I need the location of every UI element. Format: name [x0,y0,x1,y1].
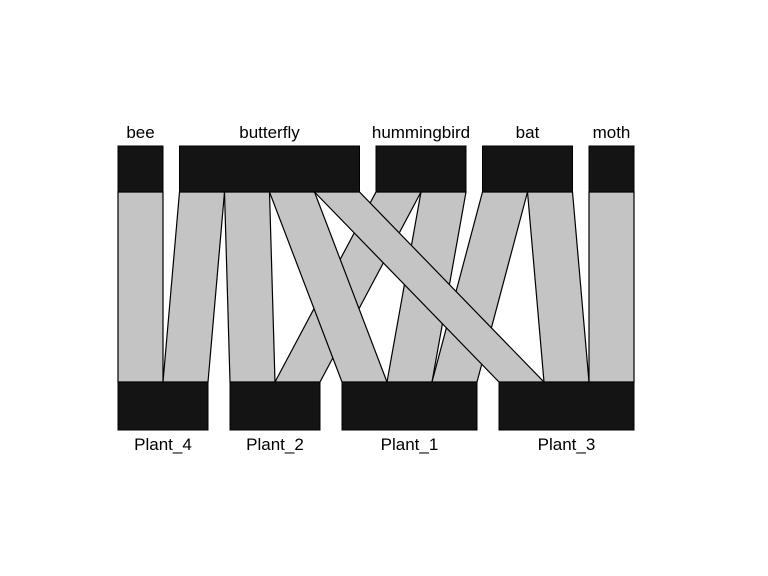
pollinator-label-bat: bat [516,123,540,142]
pollinator-box-bat [482,145,573,193]
plant-label-Plant_1: Plant_1 [381,435,439,454]
pollinator-box-hummingbird [375,145,467,193]
pollinator-label-moth: moth [593,123,631,142]
plant-box-Plant_1 [341,381,478,431]
plant-box-Plant_3 [498,381,635,431]
pollinator-label-bee: bee [126,123,154,142]
pollinator-label-hummingbird: hummingbird [372,123,470,142]
pollinator-box-bee [117,145,164,193]
pollinator-box-butterfly [179,145,360,193]
pollinator-box-moth [588,145,635,193]
link-bee-Plant_4 [117,191,164,383]
plant-label-Plant_4: Plant_4 [134,435,192,454]
pollinator-label-butterfly: butterfly [239,123,300,142]
plant-label-Plant_2: Plant_2 [246,435,304,454]
species-boxes [117,145,635,431]
plant-label-Plant_3: Plant_3 [538,435,596,454]
link-butterfly-Plant_4 [162,191,226,383]
plant-box-Plant_2 [229,381,321,431]
interaction-links [117,191,635,383]
link-butterfly-Plant_2 [223,191,276,383]
plant-box-Plant_4 [117,381,209,431]
link-bat-Plant_3 [526,191,590,383]
link-moth-Plant_3 [588,191,635,383]
